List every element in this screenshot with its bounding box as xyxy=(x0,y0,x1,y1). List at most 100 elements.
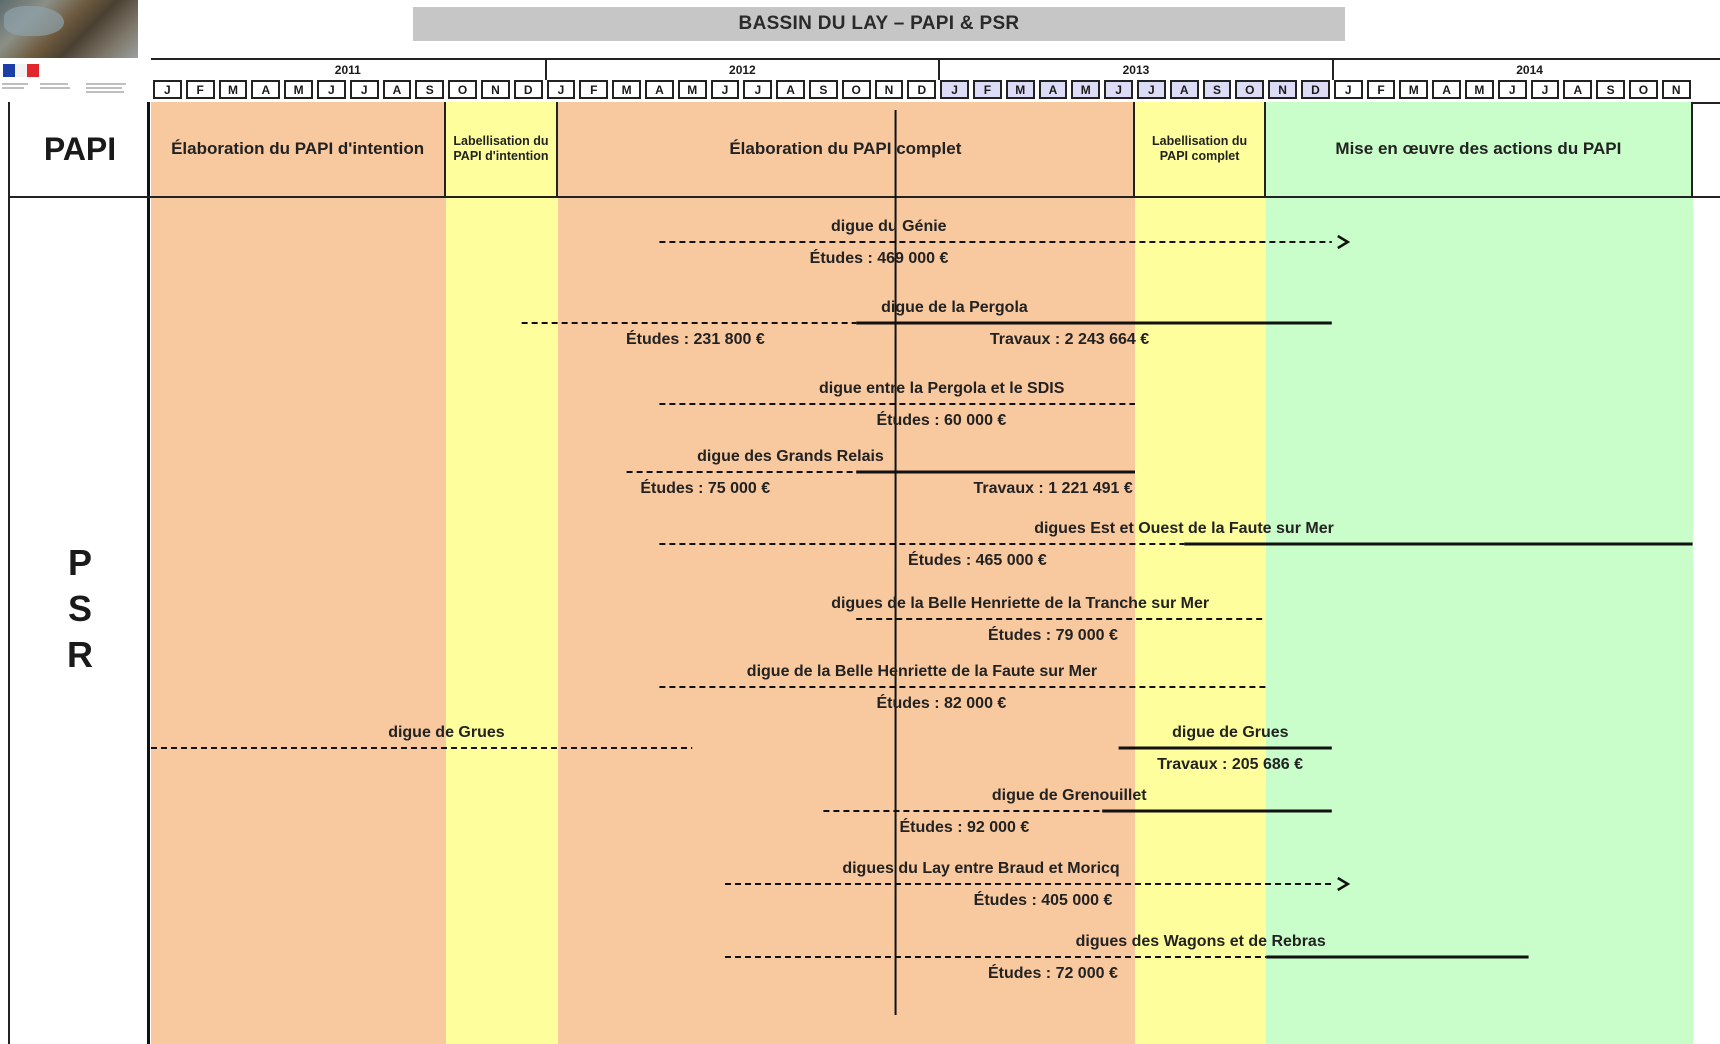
republique-francaise-logo xyxy=(3,64,39,77)
month-cell: F xyxy=(579,80,609,99)
month-cell: F xyxy=(1366,80,1396,99)
action-cost: Travaux : 1 221 491 € xyxy=(973,480,1133,497)
month-cell: M xyxy=(612,80,641,99)
action-name: digue de Grues xyxy=(388,724,505,741)
month-cell: M xyxy=(1465,80,1494,99)
year-label: 2012 xyxy=(544,60,939,80)
action-cost: Travaux : 2 243 664 € xyxy=(989,331,1150,348)
month-cell: N xyxy=(1268,80,1297,99)
papi-phase-cell: Élaboration du PAPI d'intention xyxy=(151,102,447,196)
month-cell: A xyxy=(1169,80,1199,99)
month-cell: A xyxy=(776,80,805,99)
page-title: BASSIN DU LAY – PAPI & PSR xyxy=(413,7,1345,41)
month-cell: F xyxy=(973,80,1002,99)
action-name: digue des Grands Relais xyxy=(697,448,884,465)
photo-water-area xyxy=(4,6,64,36)
psr-letter: S xyxy=(67,588,92,629)
psr-letter: P xyxy=(67,542,92,583)
month-cell: D xyxy=(907,80,937,99)
month-cell: M xyxy=(1399,80,1429,99)
phase-band-2 xyxy=(557,102,1135,1044)
month-cell: A xyxy=(1038,80,1068,99)
action-name: digue de Grues xyxy=(1172,724,1289,741)
month-cell: A xyxy=(1563,80,1593,99)
action-name: digues Est et Ouest de la Faute sur Mer xyxy=(1034,520,1334,537)
phase-band-0 xyxy=(151,102,447,1044)
month-cell: A xyxy=(645,80,674,99)
month-cell: J xyxy=(710,80,740,99)
psr-row-label: P S R xyxy=(10,540,150,678)
month-cell: O xyxy=(841,80,871,99)
action-cost: Études : 465 000 € xyxy=(908,552,1047,569)
month-cell: J xyxy=(317,80,346,99)
year-label: 2014 xyxy=(1331,60,1720,80)
papi-row-divider xyxy=(8,196,1720,198)
month-cell: M xyxy=(677,80,707,99)
month-cell: J xyxy=(1497,80,1527,99)
action-name: digue entre la Pergola et le SDIS xyxy=(818,380,1065,397)
papi-phase-cell: Labellisation du PAPI d'intention xyxy=(446,102,558,196)
month-cell: M xyxy=(1071,80,1101,99)
month-cell: M xyxy=(284,80,313,99)
month-cell: N xyxy=(874,80,904,99)
continues-arrow-icon xyxy=(1337,234,1351,250)
action-cost: Études : 79 000 € xyxy=(988,627,1118,644)
month-cell: D xyxy=(513,80,543,99)
papi-phase-cell: Labellisation du PAPI complet xyxy=(1135,102,1267,196)
year-label: 2013 xyxy=(938,60,1332,80)
psr-letter: R xyxy=(67,634,93,675)
month-cell: J xyxy=(940,80,969,99)
action-cost: Études : 405 000 € xyxy=(973,892,1113,909)
action-cost: Études : 92 000 € xyxy=(899,819,1030,836)
phase-band-3 xyxy=(1135,102,1267,1044)
papi-row-label: PAPI xyxy=(43,130,117,167)
action-name: digues de la Belle Henriette de la Tranc… xyxy=(831,595,1210,612)
month-cell: S xyxy=(1596,80,1625,99)
action-cost: Travaux : 205 686 € xyxy=(1157,756,1303,773)
action-name: digue de la Belle Henriette de la Faute … xyxy=(746,663,1098,680)
action-name: digue de la Pergola xyxy=(881,299,1028,316)
month-cell: O xyxy=(448,80,477,99)
month-cell: M xyxy=(218,80,248,99)
papi-phase-cell: Élaboration du PAPI complet xyxy=(557,102,1135,196)
aerial-photo-logo xyxy=(0,0,138,58)
month-cell: O xyxy=(1629,80,1658,99)
action-cost: Études : 82 000 € xyxy=(876,695,1007,712)
year-label: 2011 xyxy=(334,63,361,77)
action-cost: Études : 75 000 € xyxy=(640,480,771,497)
month-cell: D xyxy=(1301,80,1330,99)
month-cell: M xyxy=(1005,80,1035,99)
action-name: digue de Grenouillet xyxy=(991,787,1147,804)
month-cell: F xyxy=(185,80,215,99)
month-cell: J xyxy=(349,80,379,99)
month-cell: A xyxy=(382,80,412,99)
phase-band-1 xyxy=(446,102,558,1044)
action-cost: Études : 72 000 € xyxy=(988,965,1118,982)
month-cell: N xyxy=(481,80,510,99)
action-cost: Études : 60 000 € xyxy=(876,412,1007,429)
papi-phase-cell: Mise en œuvre des actions du PAPI xyxy=(1266,102,1693,196)
month-cell: A xyxy=(251,80,281,99)
continues-arrow-icon xyxy=(1337,876,1351,892)
month-cell: S xyxy=(415,80,445,99)
action-name: digues des Wagons et de Rebras xyxy=(1075,933,1326,950)
row-label-column xyxy=(8,102,150,1044)
month-cell: A xyxy=(1432,80,1461,99)
action-cost: Études : 231 800 € xyxy=(625,331,765,348)
month-cell: O xyxy=(1235,80,1265,99)
month-cell: J xyxy=(1137,80,1166,99)
month-cell: J xyxy=(1104,80,1133,99)
month-cell: J xyxy=(1530,80,1560,99)
month-cell: J xyxy=(1333,80,1363,99)
action-cost: Études : 469 000 € xyxy=(809,250,949,267)
month-cell: N xyxy=(1661,80,1691,99)
month-cell: S xyxy=(1202,80,1232,99)
action-name: digue du Génie xyxy=(831,218,947,235)
ministry-logo-text xyxy=(2,81,134,101)
action-name: digues du Lay entre Braud et Moricq xyxy=(842,860,1120,877)
month-cell: J xyxy=(153,80,182,99)
month-cell: J xyxy=(546,80,576,99)
